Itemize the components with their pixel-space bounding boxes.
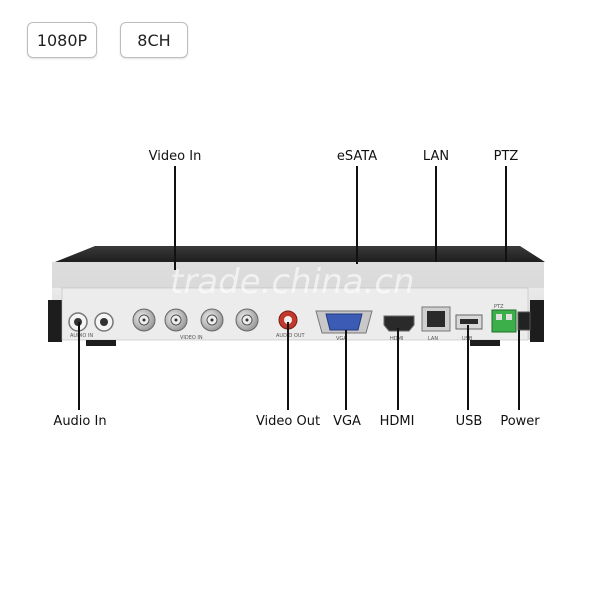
callout-line-hdmi [397, 328, 399, 410]
callout-line-audio-in [78, 322, 80, 410]
device-top-cover [55, 246, 545, 262]
ptz-terminal [491, 309, 517, 333]
left-end-cap [48, 300, 62, 342]
panel-label-ptz: PTZ [494, 304, 504, 310]
device-foot-right [470, 340, 500, 346]
callout-line-power [518, 330, 520, 410]
panel-label-audio-out: AUDIO OUT [276, 333, 305, 339]
label-esata: eSATA [336, 149, 378, 164]
label-lan: LAN [422, 149, 450, 164]
panel-label-vga: VGA [336, 336, 347, 342]
channel-count-badge: 8CH [120, 22, 188, 58]
label-audio-in: Audio In [53, 414, 107, 429]
hdmi-port [383, 315, 415, 332]
callout-line-usb [467, 325, 469, 410]
panel-label-hdmi: HDMI [390, 336, 403, 342]
right-end-cap [530, 300, 544, 342]
callout-line-video-out [287, 322, 289, 410]
label-video-out: Video Out [255, 414, 321, 429]
callout-line-lan [435, 166, 437, 262]
power-jack [517, 311, 531, 331]
panel-label-video-in: VIDEO IN [180, 335, 203, 341]
resolution-badge: 1080P [27, 22, 97, 58]
label-ptz: PTZ [493, 149, 519, 164]
watermark: trade.china.cn [170, 262, 415, 302]
label-vga: VGA [333, 414, 361, 429]
bnc-video-in-2 [164, 308, 188, 332]
callout-line-esata [356, 166, 358, 264]
label-power: Power [500, 414, 540, 429]
label-hdmi: HDMI [379, 414, 415, 429]
panel-label-lan: LAN [428, 336, 439, 342]
callout-line-ptz [505, 166, 507, 262]
panel-upper-band [52, 262, 544, 288]
device-foot-left [86, 340, 116, 346]
callout-line-vga [345, 330, 347, 410]
bnc-video-in-1 [132, 308, 156, 332]
callout-line-video-in [174, 166, 176, 270]
bnc-video-in-3 [200, 308, 224, 332]
label-video-in: Video In [148, 149, 202, 164]
panel-label-audio-in: AUDIO IN [70, 333, 94, 339]
label-usb: USB [455, 414, 483, 429]
bnc-video-in-4 [235, 308, 259, 332]
